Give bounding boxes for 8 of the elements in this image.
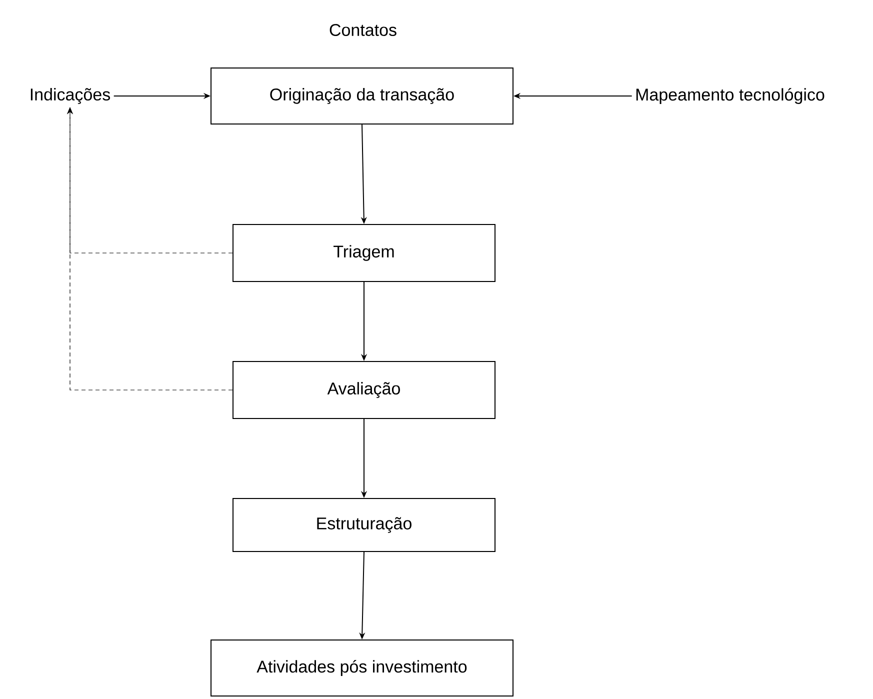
heading-label: Contatos [330,24,396,36]
process-box: Atividades pós investimento [210,640,514,696]
input-label: Mapeamento tecnológico [636,88,824,104]
process-box: Triagem [232,224,496,282]
process-box: Estruturação [232,498,496,552]
process-box: Originação da transação [210,68,514,124]
input-label: Indicações [30,88,110,104]
process-box: Avaliação [232,361,496,419]
